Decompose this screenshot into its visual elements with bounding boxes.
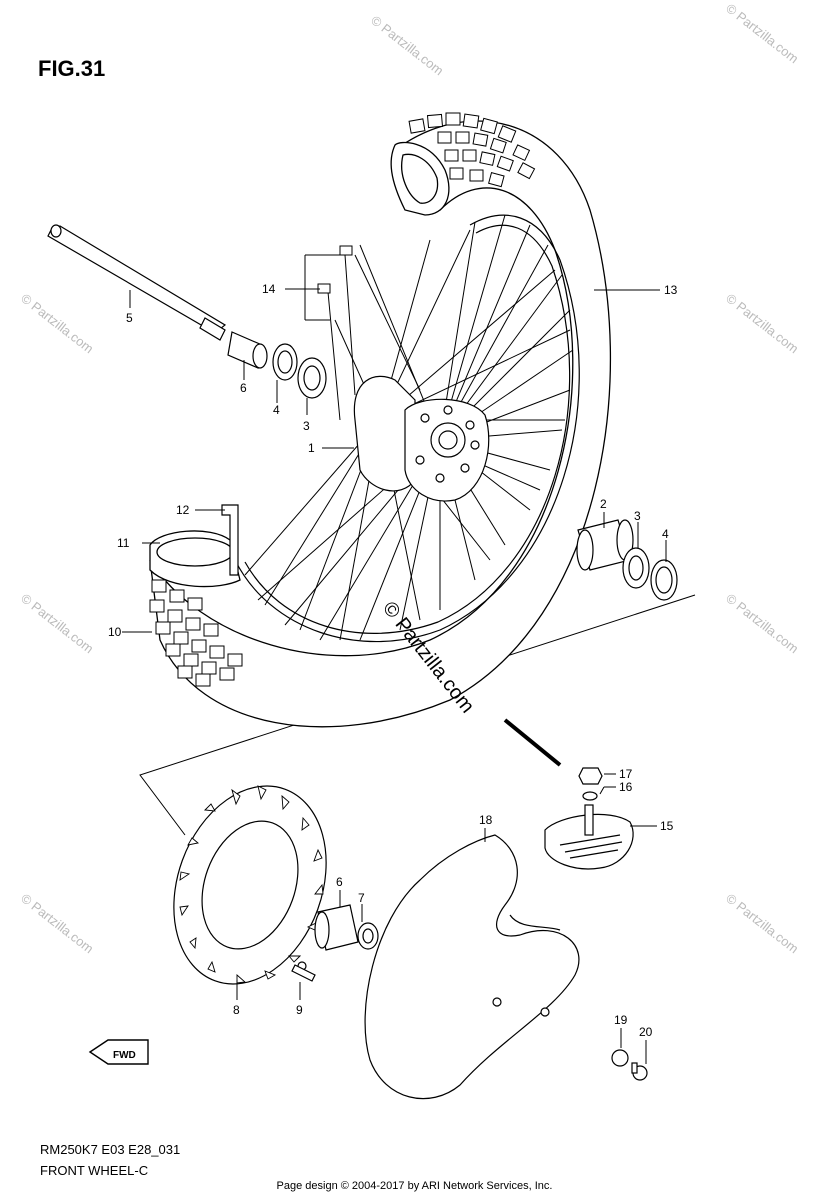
brake-disc (173, 785, 327, 985)
watermark-text: © Partzilla.com (368, 13, 446, 79)
watermark-text: © Partzilla.com (18, 591, 96, 657)
valve-nut (578, 767, 603, 801)
collar-nut (357, 922, 379, 950)
callout-10: 10 (108, 625, 122, 639)
callout-3: 3 (303, 419, 310, 433)
callout-leaders (122, 254, 667, 1064)
watermark-text: © Partzilla.com (18, 291, 96, 357)
oil-seal-left (272, 343, 298, 381)
callout-6: 6 (240, 381, 247, 395)
callout-20: 20 (639, 1025, 653, 1039)
fwd-label: FWD (113, 1050, 136, 1061)
forward-direction-badge: FWD (88, 1039, 149, 1065)
inner-tube (544, 804, 634, 870)
tire (149, 112, 612, 728)
callout-15: 15 (660, 819, 674, 833)
callout-8: 8 (233, 1003, 240, 1017)
callout-4: 4 (273, 403, 280, 417)
axle-spacer-left (227, 331, 268, 369)
oil-seal-right (650, 559, 678, 601)
bearing-right (622, 547, 650, 589)
callout-18: 18 (479, 813, 493, 827)
cover-bolt (631, 1062, 648, 1081)
callout-17: 17 (619, 767, 633, 781)
watermark-text: © Partzilla.com (723, 1, 801, 67)
wheel-hub (353, 375, 490, 502)
callout-4: 4 (662, 527, 669, 541)
callout-16: 16 (619, 780, 633, 794)
copyright-notice: Page design © 2004-2017 by ARI Network S… (276, 1180, 553, 1192)
watermark-text: © Partzilla.com (723, 891, 801, 957)
callout-12: 12 (176, 503, 190, 517)
disc-bolt (291, 964, 316, 982)
watermark-text: © Partzilla.com (723, 591, 801, 657)
callout-5: 5 (126, 311, 133, 325)
callout-2: 2 (600, 497, 607, 511)
callout-14: 14 (262, 282, 276, 296)
figure-title: FIG.31 (38, 56, 106, 81)
callout-6: 6 (336, 875, 343, 889)
rim-lock (221, 504, 239, 576)
front-axle (47, 224, 227, 341)
callout-9: 9 (296, 1003, 303, 1017)
spoke-set (317, 245, 421, 421)
callout-19: 19 (614, 1013, 628, 1027)
callout-1: 1 (308, 441, 315, 455)
hub-spacer (576, 519, 634, 571)
callout-3: 3 (634, 509, 641, 523)
watermark-text: © Partzilla.com (18, 891, 96, 957)
watermark-text: © Partzilla.com (723, 291, 801, 357)
callout-7: 7 (358, 891, 365, 905)
disc-cover (364, 834, 580, 1100)
model-code: RM250K7 E03 E28_031 (40, 1142, 181, 1157)
section-name: FRONT WHEEL-C (40, 1163, 149, 1178)
cover-washer (611, 1049, 629, 1067)
callout-11: 11 (117, 536, 130, 550)
bearing-left (297, 357, 327, 399)
callout-labels: 1 2 3 3 4 4 5 6 6 7 8 9 10 11 12 13 14 1… (108, 282, 678, 1039)
front-wheel-diagram: © Partzilla.com © Partzilla.com © Partzi… (18, 1, 801, 1100)
axle-spacer-right (314, 904, 359, 951)
callout-13: 13 (664, 283, 678, 297)
